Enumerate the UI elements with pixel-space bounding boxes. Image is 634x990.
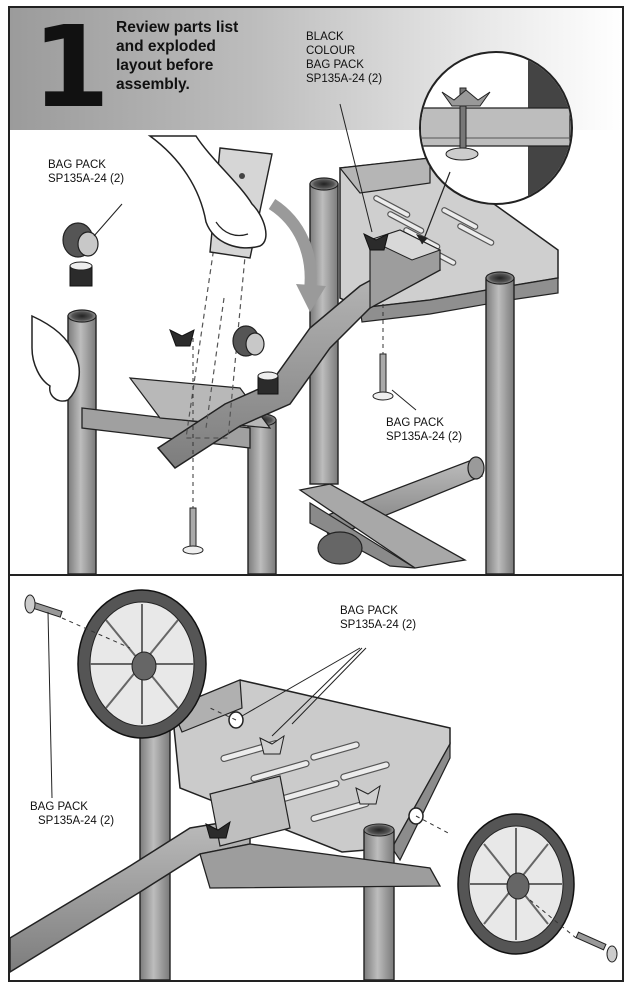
hand-icon: [31, 314, 81, 402]
callout-line: SP135A-24 (2): [306, 73, 383, 85]
callout-bag-pack: BAG PACK SP135A-24 (2): [386, 416, 462, 444]
caster-wheel-icon: [232, 325, 279, 395]
callout-bag-pack: BAG PACK SP135A-24 (2): [30, 800, 114, 828]
wheel-icon: [77, 589, 207, 739]
assembly-sheet: 1 Review parts list and exploded layout …: [8, 6, 624, 982]
step-instruction: Review parts list and exploded layout be…: [116, 18, 276, 94]
callout-line: BLACK: [306, 31, 344, 43]
arrow-icon: [268, 198, 317, 291]
detail-inset: [419, 51, 573, 205]
callout-black-bag-pack: BLACK COLOUR BAG PACK SP135A-24 (2): [306, 30, 382, 86]
callout-bag-pack: BAG PACK SP135A-24 (2): [340, 604, 416, 632]
bolt-icon: [182, 304, 394, 555]
step-number: 1: [32, 6, 110, 133]
wheel-icon: [457, 813, 575, 955]
frame-leg: [247, 419, 277, 575]
caster-wheel-icon: [62, 222, 99, 287]
callout-line: BAG PACK: [48, 159, 106, 171]
wing-nut-icon: [259, 734, 381, 805]
instruction-line: Review parts list: [116, 19, 239, 36]
callout-line: SP135A-24 (2): [38, 815, 115, 827]
instruction-line: and exploded: [116, 38, 216, 55]
hand-icon: [147, 135, 273, 259]
callout-line: SP135A-24 (2): [48, 173, 125, 185]
frame-leg: [485, 277, 515, 575]
arrow-icon: [296, 284, 326, 312]
callout-line: SP135A-24 (2): [340, 619, 417, 631]
axle-pin-icon: [24, 594, 618, 963]
callout-line: COLOUR: [306, 45, 356, 57]
callout-line: BAG PACK: [386, 417, 444, 429]
wing-nut-icon: [169, 232, 389, 347]
instruction-line: layout before: [116, 57, 214, 74]
assembly-illustration: [10, 51, 618, 980]
callout-line: SP135A-24 (2): [386, 431, 463, 443]
callout-bag-pack: BAG PACK SP135A-24 (2): [48, 158, 124, 186]
callout-line: BAG PACK: [340, 605, 398, 617]
callout-line: BAG PACK: [30, 801, 88, 813]
instruction-line: assembly.: [116, 76, 190, 93]
wing-nut-icon: [205, 820, 231, 839]
callout-line: BAG PACK: [306, 59, 364, 71]
panel-divider: [10, 574, 622, 576]
